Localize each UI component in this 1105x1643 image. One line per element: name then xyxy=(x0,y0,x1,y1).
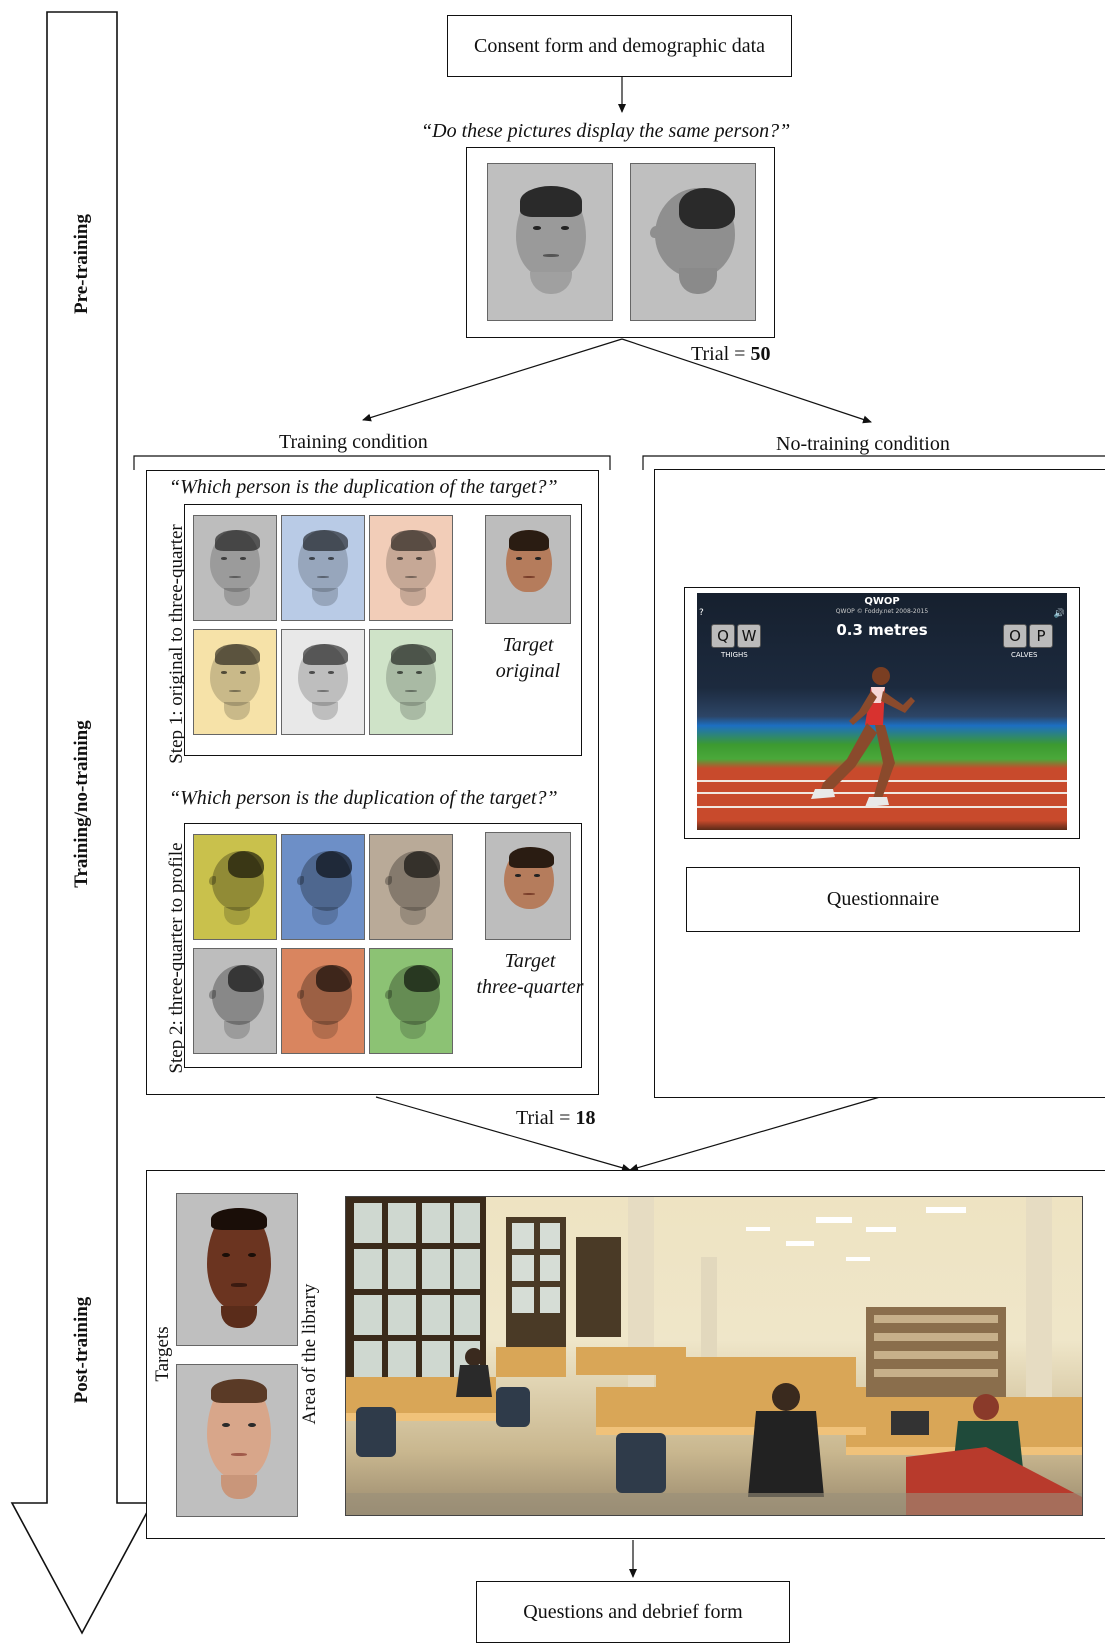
key-w: W xyxy=(737,624,761,648)
trial-value: 50 xyxy=(750,343,771,365)
step1-candidate-6-image xyxy=(369,629,453,735)
key-q: Q xyxy=(711,624,735,648)
pretraining-pair-box xyxy=(466,147,775,338)
questionnaire-box: Questionnaire xyxy=(686,867,1080,932)
target-original-line2: original xyxy=(495,660,561,682)
library-photo xyxy=(345,1196,1083,1516)
qwop-label-thighs: THIGHS xyxy=(721,651,748,659)
step1-candidate-1-image xyxy=(193,515,277,621)
training-question-step2: “Which person is the duplication of the … xyxy=(169,787,558,809)
face-frontal-image xyxy=(487,163,613,321)
qwop-game-frame: QWOP QWOP © Foddy.net 2008-2015 ? 🔊 0.3 … xyxy=(684,587,1080,839)
step2-grid: Target three-quarter xyxy=(184,823,584,1068)
debrief-box: Questions and debrief form xyxy=(476,1581,790,1643)
qwop-distance: 0.3 metres xyxy=(836,621,928,639)
step2-candidate-3-image xyxy=(369,834,453,940)
notraining-panel: QWOP QWOP © Foddy.net 2008-2015 ? 🔊 0.3 … xyxy=(654,469,1105,1098)
target-face-1-image xyxy=(176,1193,298,1346)
step1-candidate-5-image xyxy=(281,629,365,735)
notraining-condition-label: No-training condition xyxy=(776,433,950,455)
qwop-game-screen: QWOP QWOP © Foddy.net 2008-2015 ? 🔊 0.3 … xyxy=(697,593,1067,830)
target-threequarter-line2: three-quarter xyxy=(476,976,584,998)
debrief-label: Questions and debrief form xyxy=(523,1600,743,1623)
target-original-line1: Target xyxy=(502,634,554,656)
step1-candidate-4-image xyxy=(193,629,277,735)
trial-prefix: Trial = xyxy=(691,343,751,365)
step2-candidate-6-image xyxy=(369,948,453,1054)
qwop-subtitle: QWOP © Foddy.net 2008-2015 xyxy=(835,608,929,615)
trial-count-pretraining: Trial = 50 xyxy=(691,343,770,366)
target-threequarter-line1: Target xyxy=(504,950,556,972)
step2-candidate-4-image xyxy=(193,948,277,1054)
trial-value: 18 xyxy=(575,1107,596,1129)
target-threequarter-label: Target three-quarter xyxy=(467,948,593,1000)
target-original-label: Target original xyxy=(475,632,581,684)
questionnaire-label: Questionnaire xyxy=(826,888,940,910)
face-profile-image xyxy=(630,163,756,321)
qwop-title: QWOP xyxy=(864,596,900,607)
post-training-panel: Targets Area of the library xyxy=(146,1170,1105,1539)
pretraining-question: “Do these pictures display the same pers… xyxy=(421,120,791,142)
qwop-runner-figure xyxy=(811,667,915,807)
qwop-help: ? xyxy=(699,608,704,618)
step2-candidate-2-image xyxy=(281,834,365,940)
qwop-label-calves: CALVES xyxy=(1011,651,1038,659)
trial-prefix: Trial = xyxy=(516,1107,576,1129)
key-o: O xyxy=(1003,624,1027,648)
consent-label: Consent form and demographic data xyxy=(473,34,766,57)
training-panel: “Which person is the duplication of the … xyxy=(146,470,599,1095)
targets-label: Targets xyxy=(152,1326,173,1382)
step1-candidate-2-image xyxy=(281,515,365,621)
target-threequarter-image xyxy=(485,832,571,940)
target-original-image xyxy=(485,515,571,624)
step1-grid: Target original xyxy=(184,504,582,756)
step2-candidate-5-image xyxy=(281,948,365,1054)
timeline-arrow xyxy=(10,11,154,1635)
consent-box: Consent form and demographic data xyxy=(447,15,792,77)
qwop-sound-icon: 🔊 xyxy=(1053,608,1065,618)
key-p: P xyxy=(1029,624,1053,648)
training-question-step1: “Which person is the duplication of the … xyxy=(169,476,558,498)
target-face-2-image xyxy=(176,1364,298,1517)
library-label: Area of the library xyxy=(299,1283,320,1425)
training-condition-label: Training condition xyxy=(279,431,428,453)
step1-candidate-3-image xyxy=(369,515,453,621)
step2-candidate-1-image xyxy=(193,834,277,940)
trial-count-training: Trial = 18 xyxy=(516,1107,595,1130)
